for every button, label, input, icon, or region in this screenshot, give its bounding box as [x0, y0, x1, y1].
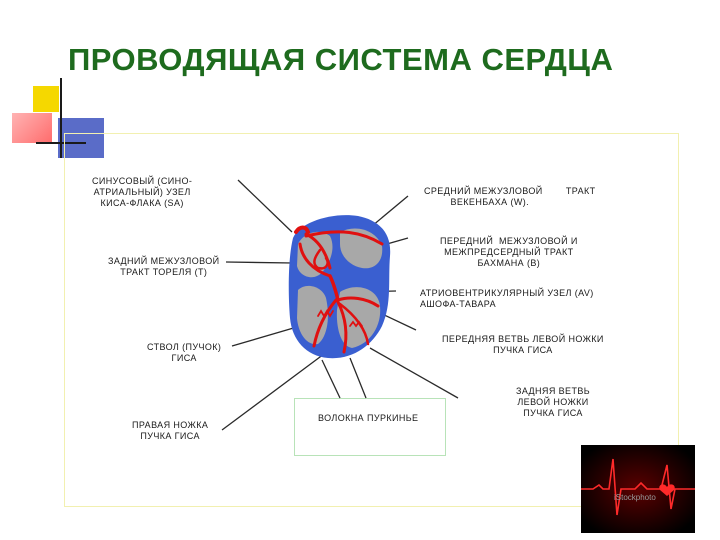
label-line: БАХМАНА (B): [477, 258, 541, 268]
label-line: АТРИОВЕНТРИКУЛЯРНЫЙ УЗЕЛ (AV): [420, 288, 594, 298]
page-title: ПРОВОДЯЩАЯ СИСТЕМА СЕРДЦА: [68, 42, 614, 77]
left-bundle-anterior: [336, 296, 380, 308]
right-atrium: [297, 231, 333, 278]
label-line: ТРАКТ ТОРЕЛЯ (T): [120, 267, 208, 277]
vertical-line: [60, 78, 62, 158]
purkinje-label-box: [294, 398, 446, 456]
label-his-bundle: СТВОЛ (ПУЧОК) ГИСА: [147, 342, 221, 364]
leader-right-branch: [221, 353, 325, 431]
watermark: iStockphoto: [614, 493, 656, 502]
label-line: ПУЧКА ГИСА: [493, 345, 553, 355]
label-line: СИНУСОВЫЙ (СИНО-: [92, 176, 193, 186]
heart-body: [288, 215, 391, 359]
yellow-square: [33, 86, 59, 112]
label-line: ПРАВАЯ НОЖКА: [132, 420, 209, 430]
purkinje-fibers-2: [349, 320, 363, 328]
heart-icon: [659, 484, 675, 496]
label-line: КИСА-ФЛАКА (SA): [100, 198, 184, 208]
label-line: ЛЕВОЙ НОЖКИ: [517, 397, 589, 407]
label-purkinje: ВОЛОКНА ПУРКИНЬЕ: [318, 413, 419, 423]
horizontal-line: [36, 142, 86, 144]
leader-purkinje-1: [349, 357, 367, 399]
label-line: ЗАДНИЙ МЕЖУЗЛОВОЙ: [108, 256, 220, 266]
diagram-frame: [64, 133, 679, 507]
label-middle-tract: СРЕДНИЙ МЕЖУЗЛОВОЙ ТРАКТ ВЕКЕНБАХА (W).: [424, 186, 596, 208]
label-line: АТРИАЛЬНЫЙ) УЗЕЛ: [93, 187, 191, 197]
label-line: ПЕРЕДНЯЯ ВЕТВЬ ЛЕВОЙ НОЖКИ: [442, 334, 604, 344]
ecg-trace: [581, 445, 695, 533]
label-line: ПЕРЕДНИЙ МЕЖУЗЛОВОЙ И: [440, 236, 578, 246]
internodal-tract-2: [304, 230, 384, 246]
purkinje-fibers: [317, 309, 334, 318]
label-right-branch: ПРАВАЯ НОЖКА ПУЧКА ГИСА: [132, 420, 208, 442]
label-line: ПУЧКА ГИСА: [523, 408, 583, 418]
leader-posterior-tract: [225, 261, 294, 264]
label-line: ЗАДНЯЯ ВЕТВЬ: [516, 386, 591, 396]
leader-posterior-left-branch: [369, 347, 459, 399]
label-anterior-left-branch: ПЕРЕДНЯЯ ВЕТВЬ ЛЕВОЙ НОЖКИ ПУЧКА ГИСА: [442, 334, 604, 356]
label-line: ВЕКЕНБАХА (W).: [450, 197, 530, 207]
internodal-tract-3: [298, 242, 332, 278]
label-line: СРЕДНИЙ МЕЖУЗЛОВОЙ ТРАКТ: [424, 186, 596, 196]
right-bundle-branch: [312, 298, 338, 348]
leader-purkinje-2: [321, 359, 341, 399]
label-line: ГИСА: [171, 353, 197, 363]
label-sa-node: СИНУСОВЫЙ (СИНО- АТРИАЛЬНЫЙ) УЗЕЛ КИСА-Ф…: [92, 176, 192, 209]
blue-square: [58, 118, 104, 158]
red-square: [12, 113, 52, 143]
sa-node-mark: [294, 225, 310, 234]
label-line: МЕЖПРЕДСЕРДНЫЙ ТРАКТ: [444, 247, 574, 257]
conduction-system: [294, 225, 384, 354]
his-bundle: [328, 274, 340, 302]
label-av-node: АТРИОВЕНТРИКУЛЯРНЫЙ УЗЕЛ (AV) АШОФА-ТАВА…: [420, 288, 594, 310]
leader-sa-node: [237, 179, 293, 233]
label-anterior-tract: ПЕРЕДНИЙ МЕЖУЗЛОВОЙ И МЕЖПРЕДСЕРДНЫЙ ТРА…: [440, 236, 578, 269]
label-line: СТВОЛ (ПУЧОК): [147, 342, 222, 352]
label-posterior-left-branch: ЗАДНЯЯ ВЕТВЬ ЛЕВОЙ НОЖКИ ПУЧКА ГИСА: [516, 386, 590, 419]
label-line: АШОФА-ТАВАРА: [420, 299, 497, 309]
internodal-tract-4: [313, 248, 329, 270]
label-line: ПУЧКА ГИСА: [140, 431, 200, 441]
label-posterior-tract: ЗАДНИЙ МЕЖУЗЛОВОЙ ТРАКТ ТОРЕЛЯ (T): [108, 256, 220, 278]
ecg-image: iStockphoto: [581, 445, 695, 533]
left-bundle-posterior: [336, 300, 348, 354]
